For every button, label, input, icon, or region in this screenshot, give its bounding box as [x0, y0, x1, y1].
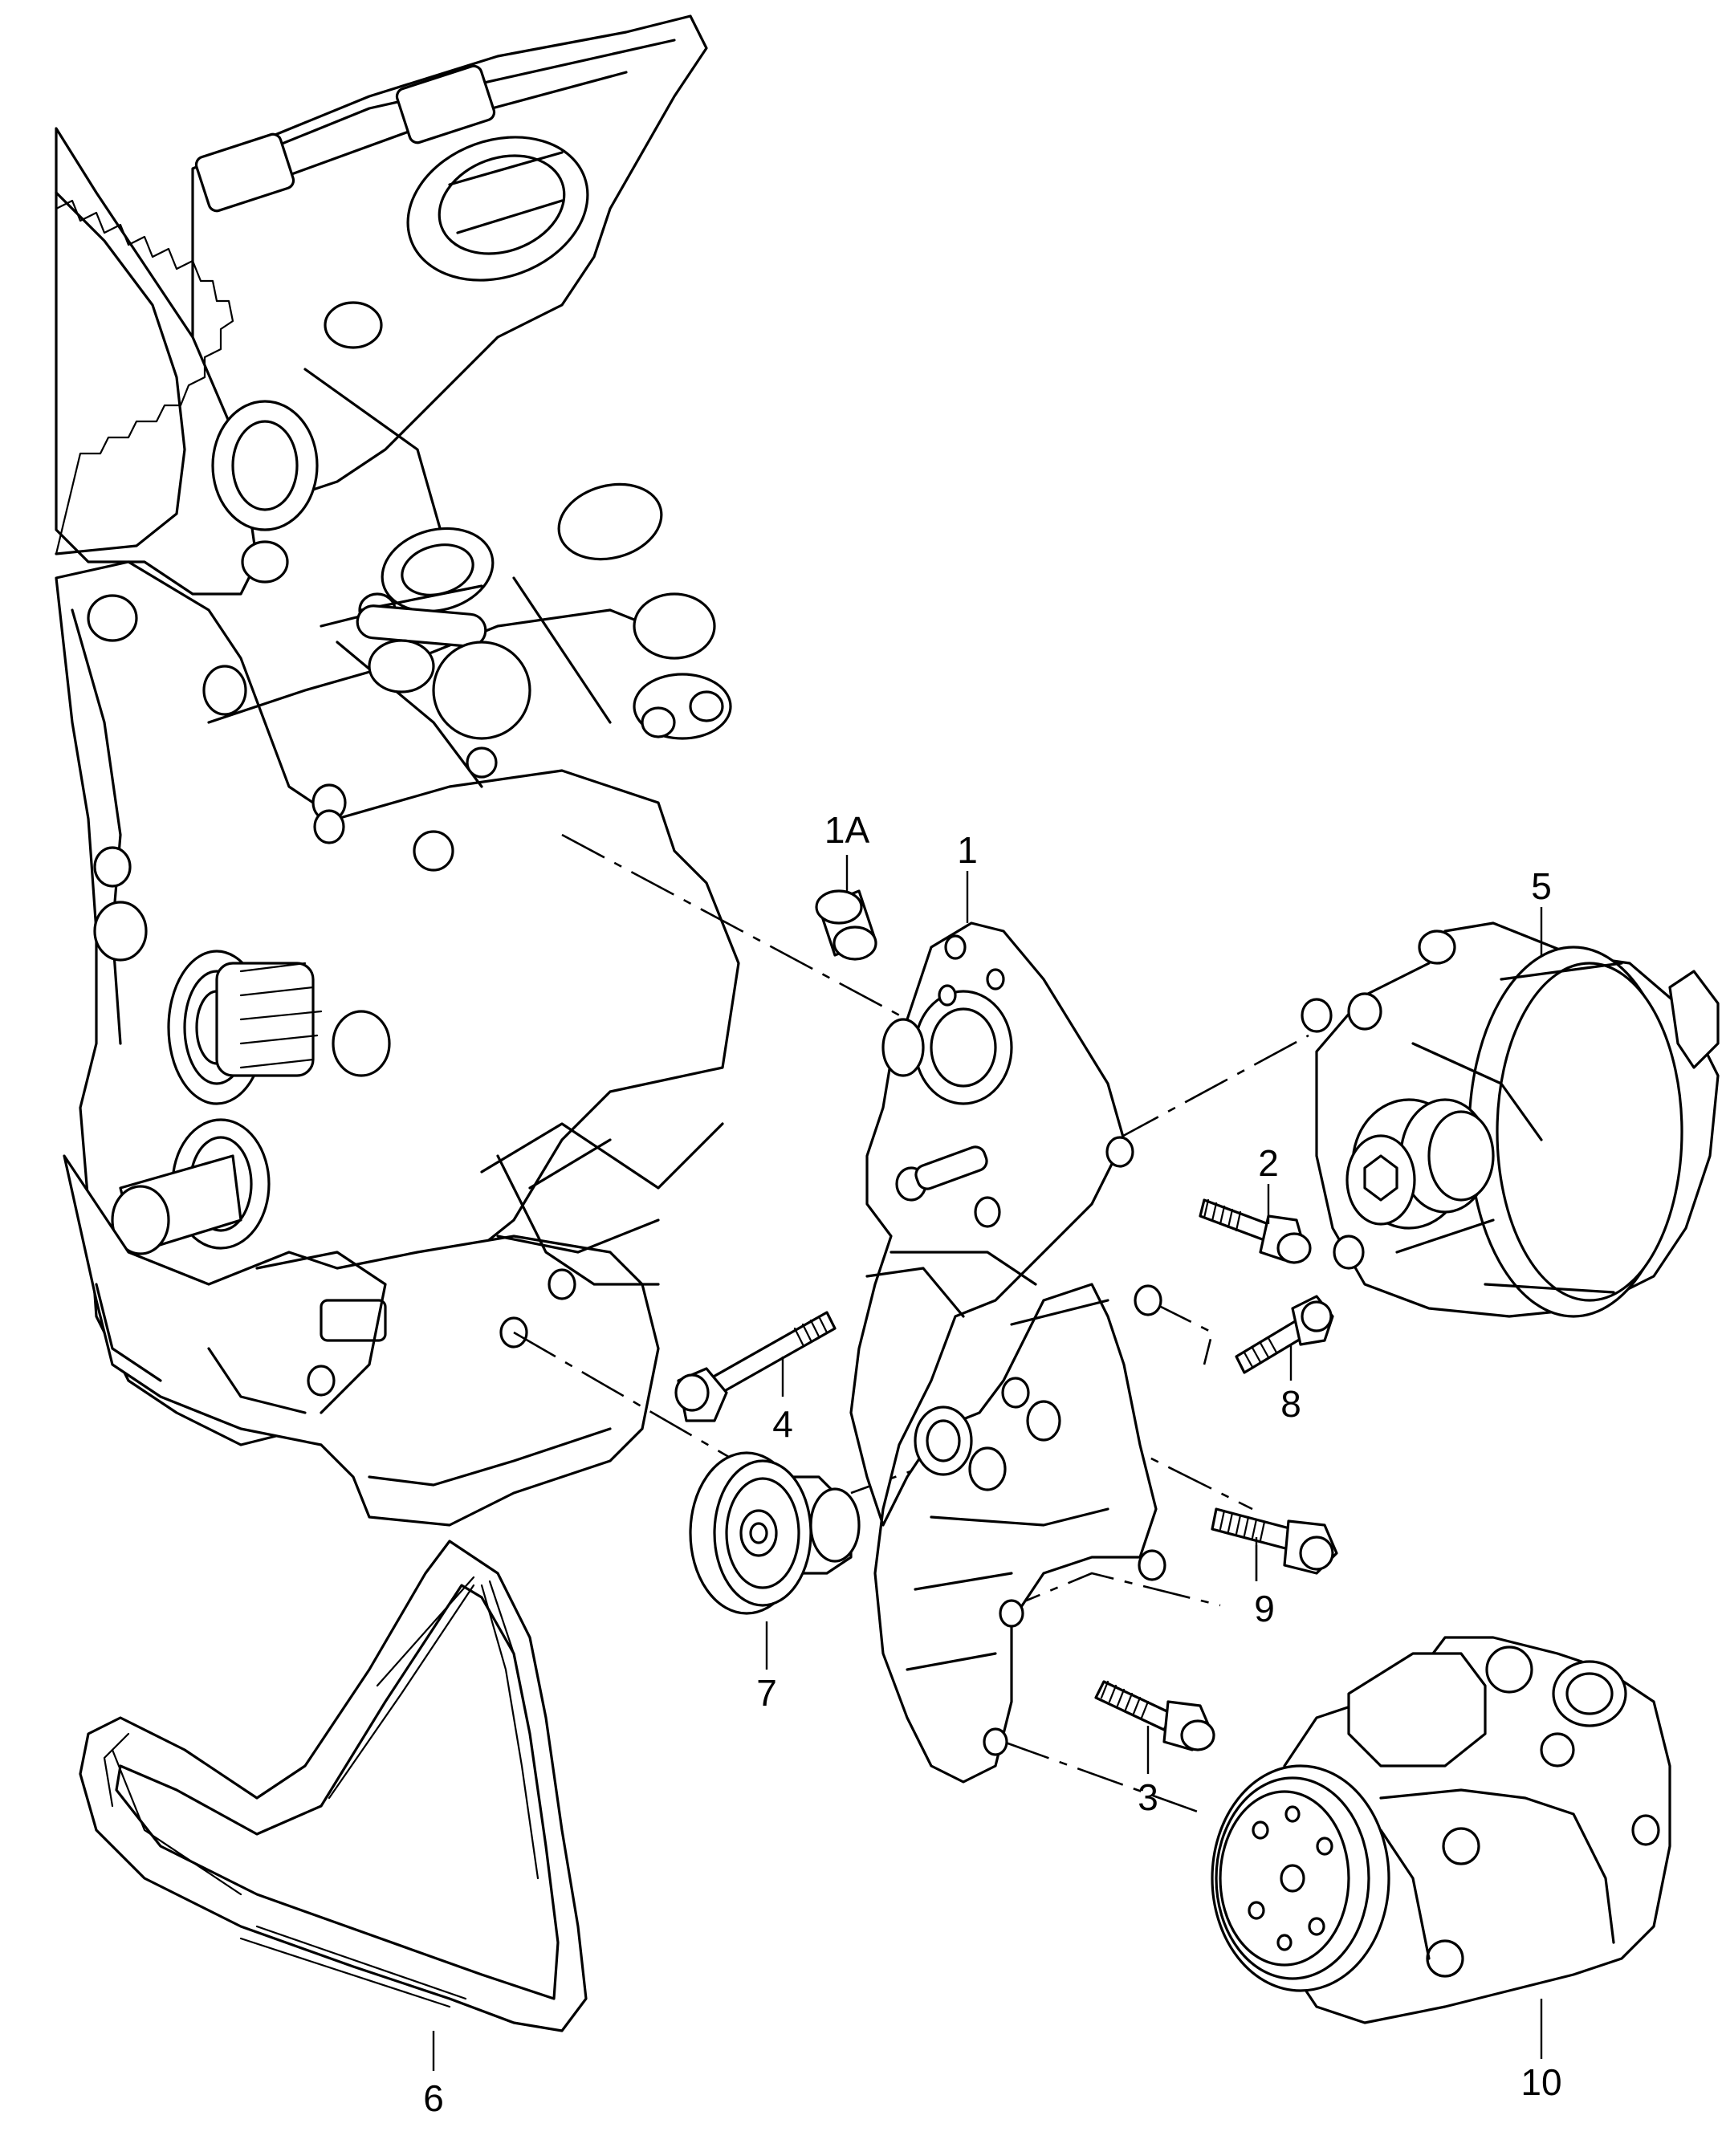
bolt-part-2	[1199, 1198, 1312, 1264]
crank-gear	[167, 950, 391, 1105]
callout-9: 9	[1254, 1588, 1275, 1629]
callout-10: 10	[1520, 2061, 1561, 2103]
bracket-part-1	[849, 921, 1166, 1784]
bolt-part-3	[1094, 1680, 1215, 1751]
bolt-part-4	[674, 1311, 837, 1422]
callout-6: 6	[423, 2077, 444, 2119]
idler-pulley-part-7	[689, 1451, 861, 1615]
callout-8: 8	[1280, 1383, 1301, 1425]
callout-7: 7	[756, 1672, 777, 1714]
callout-1: 1	[957, 829, 978, 871]
bolt-part-8	[1235, 1295, 1334, 1374]
callout-leaders	[432, 855, 1543, 2071]
callout-2: 2	[1258, 1142, 1279, 1184]
callout-labels: 1A 1 2 3 4 5 6 7 8 9 10	[423, 809, 1561, 2119]
bolt-part-9	[1211, 1507, 1338, 1575]
callout-1A: 1A	[824, 809, 870, 851]
bushing-part-1A	[815, 889, 877, 961]
timing-gear	[55, 199, 234, 555]
callout-3: 3	[1138, 1776, 1158, 1818]
ac-compressor-part-10	[1211, 1636, 1671, 2024]
alternator-part-5	[1301, 921, 1720, 1318]
callout-4: 4	[772, 1403, 793, 1445]
engine-block-illustration	[55, 14, 740, 1527]
callout-5: 5	[1531, 865, 1552, 907]
ribbed-belt-part-6	[79, 1540, 588, 2032]
